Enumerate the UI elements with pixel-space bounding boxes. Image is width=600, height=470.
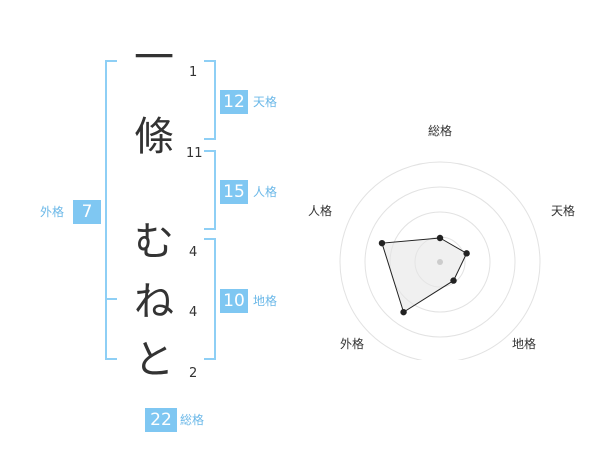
gaikaku-value-badge: 7: [73, 200, 101, 224]
jinkaku-label: 人格: [253, 185, 278, 199]
jinkaku-value-badge: 15: [220, 180, 248, 204]
name-char-4: ね: [134, 279, 174, 325]
radar-label-tenkaku: 天格: [551, 204, 576, 218]
name-char-2: 條: [134, 114, 174, 160]
radar-label-soukaku: 総格: [428, 124, 453, 138]
radar-point-0: [436, 234, 444, 242]
stroke-count-4: 4: [189, 305, 198, 320]
soukaku-value-badge: 22: [145, 408, 177, 432]
radar-label-chikaku: 地格: [512, 337, 537, 351]
stroke-count-3: 4: [189, 245, 198, 260]
stroke-count-5: 2: [189, 366, 198, 381]
radar-center-dot: [437, 259, 443, 265]
chikaku-value-badge: 10: [220, 289, 248, 313]
radar-ring: [339, 161, 541, 360]
soukaku-label: 総格: [180, 413, 205, 427]
tenkaku-value-badge: 12: [220, 90, 248, 114]
name-char-5: と: [134, 337, 174, 383]
stroke-count-1: 1: [189, 65, 198, 80]
radar-point-2: [450, 277, 457, 284]
radar-ring: [364, 186, 516, 338]
radar-point-1: [463, 250, 470, 257]
stroke-count-2: 11: [186, 146, 203, 161]
radar-points: [378, 234, 470, 316]
name-char-1: 一: [134, 35, 174, 81]
radar-chart: [339, 161, 541, 360]
radar-area: [381, 237, 468, 313]
chikaku-label: 地格: [253, 294, 278, 308]
radar-label-jinkaku: 人格: [308, 204, 333, 218]
gaikaku-label: 外格: [40, 205, 65, 219]
name-char-3: む: [134, 219, 174, 265]
radar-label-gaikaku: 外格: [340, 337, 365, 351]
radar-point-3: [400, 308, 407, 316]
radar-point-4: [378, 239, 386, 247]
tenkaku-label: 天格: [253, 95, 278, 109]
